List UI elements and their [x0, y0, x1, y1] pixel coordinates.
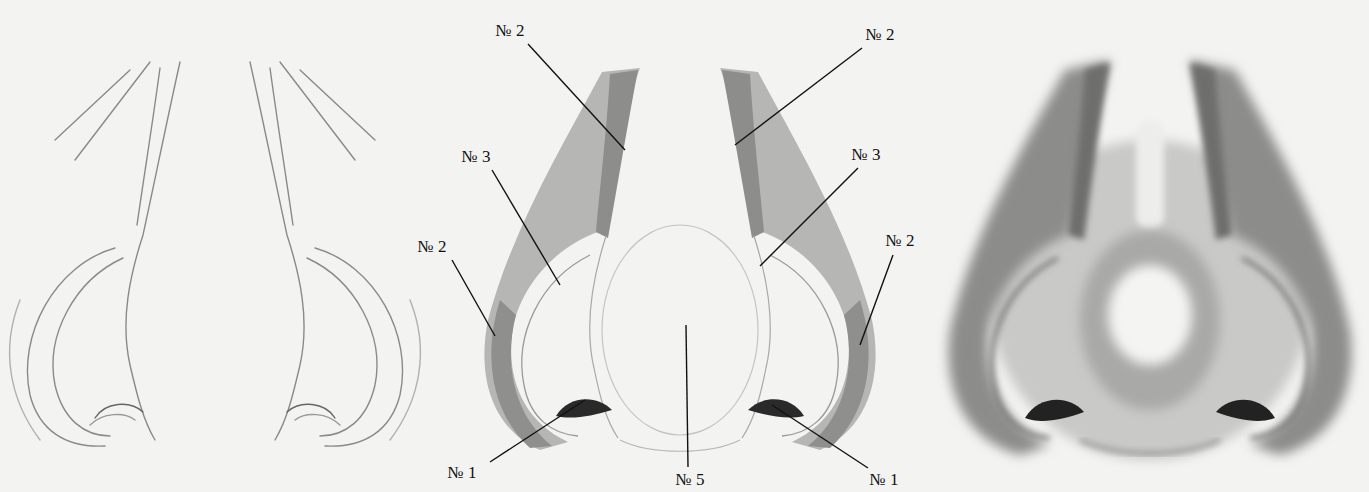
leader-line — [452, 44, 893, 468]
callout-number: № 1 — [868, 470, 901, 489]
callout-number: № 1 — [446, 463, 479, 482]
callout-number: № 2 — [864, 25, 897, 44]
callout-number: № 3 — [850, 145, 883, 164]
callout-number: № 2 — [884, 231, 917, 250]
callout-number: № 2 — [416, 237, 449, 256]
callout-number: № 3 — [460, 147, 493, 166]
callout-number: № 5 — [674, 470, 707, 489]
callout-number: № 2 — [494, 21, 527, 40]
